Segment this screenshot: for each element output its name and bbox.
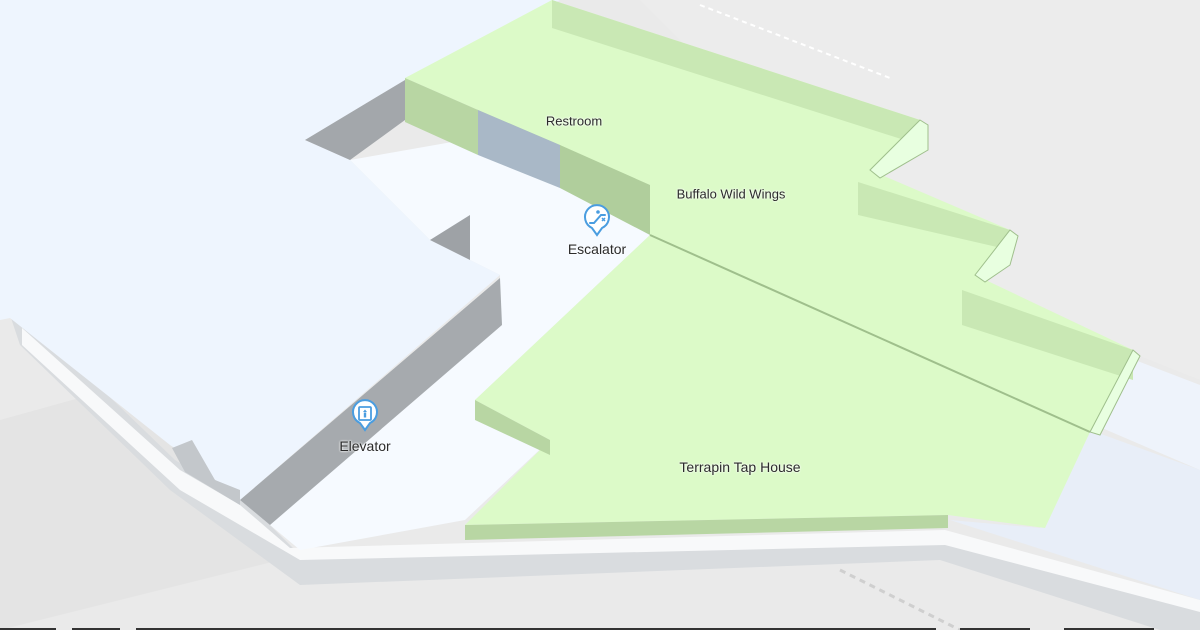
elevator-icon[interactable]	[350, 398, 380, 432]
store-edge	[869, 119, 929, 179]
store-wall	[858, 182, 1010, 250]
poi-label-escalator[interactable]: Escalator	[567, 241, 627, 257]
wall	[172, 440, 240, 505]
edge-marker	[1064, 628, 1154, 630]
store-wall	[552, 0, 920, 145]
poi-label-elevator[interactable]: Elevator	[339, 438, 391, 454]
area-buffalo-wild-wings[interactable]	[405, 0, 1133, 432]
store-wall	[465, 515, 948, 540]
store-edge	[974, 229, 1019, 283]
escalator-icon[interactable]	[582, 203, 612, 237]
store-edge	[1089, 349, 1141, 436]
building-block-left	[0, 0, 560, 500]
area-label-restroom[interactable]: Restroom	[545, 113, 603, 129]
area-label-terrapin-tap-house[interactable]: Terrapin Tap House	[679, 459, 801, 475]
walkway-line	[839, 568, 961, 630]
store-wall	[475, 400, 550, 455]
store-wall	[405, 78, 478, 155]
walkway-line	[699, 4, 891, 79]
building-foundation-edge	[22, 328, 1200, 612]
edge-marker	[136, 628, 936, 630]
wall	[430, 215, 470, 260]
store-wall	[560, 145, 650, 235]
edge-marker	[0, 628, 56, 630]
store-wall	[962, 290, 1133, 380]
wall	[305, 80, 405, 160]
edge-marker	[960, 628, 1030, 630]
edge-marker	[72, 628, 120, 630]
area-terrapin-tap-house[interactable]	[465, 235, 1090, 528]
corridor-right	[950, 430, 1200, 600]
store-divider	[649, 234, 1091, 433]
restroom-wall	[478, 110, 560, 188]
area-label-buffalo-wild-wings[interactable]: Buffalo Wild Wings	[676, 186, 786, 202]
